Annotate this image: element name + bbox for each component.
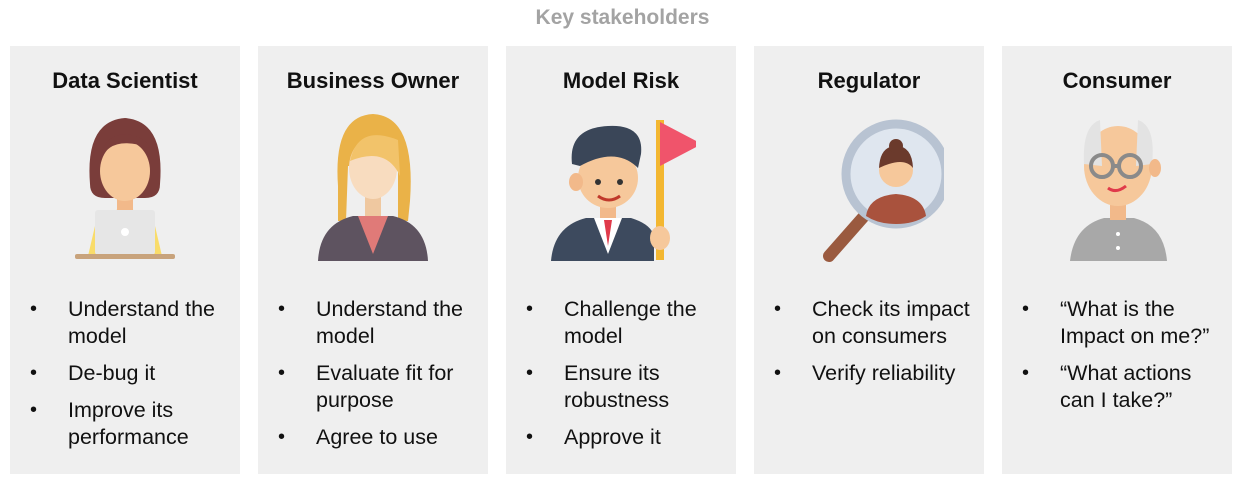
- bullet-item: Agree to use: [276, 424, 482, 451]
- bullet-item: Check its impact on consumers: [772, 296, 978, 350]
- bullet-item: De-bug it: [28, 360, 234, 387]
- card-title: Regulator: [817, 68, 921, 93]
- bullet-item: Challenge the model: [524, 296, 730, 350]
- card-regulator: Regulator Check its impact on consumers …: [754, 46, 984, 474]
- bullet-item: “What actions can I take?”: [1020, 360, 1226, 414]
- bullet-list: Understand the model Evaluate fit for pu…: [276, 296, 482, 461]
- regulator-icon: [823, 119, 944, 262]
- card-consumer: Consumer “What is the Impact on me?” “Wh…: [1002, 46, 1232, 474]
- bullet-list: Challenge the model Ensure its robustnes…: [524, 296, 730, 461]
- bullet-list: Understand the model De-bug it Improve i…: [28, 296, 234, 461]
- card-data-scientist: Data Scientist Understand the model De-b…: [10, 46, 240, 474]
- business-owner-icon: [318, 114, 428, 261]
- card-title: Data Scientist: [52, 68, 198, 93]
- bullet-item: Improve its performance: [28, 397, 234, 451]
- card-business-owner: Business Owner Understand the model Eval…: [258, 46, 488, 474]
- card-title: Model Risk: [562, 68, 680, 93]
- bullet-item: Evaluate fit for purpose: [276, 360, 482, 414]
- bullet-item: Verify reliability: [772, 360, 978, 387]
- bullet-item: Ensure its robustness: [524, 360, 730, 414]
- model-risk-icon: [551, 120, 696, 261]
- bullet-item: Understand the model: [276, 296, 482, 350]
- card-title: Business Owner: [286, 68, 460, 93]
- bullet-list: “What is the Impact on me?” “What action…: [1020, 296, 1226, 424]
- bullet-item: “What is the Impact on me?”: [1020, 296, 1226, 350]
- bullet-list: Check its impact on consumers Verify rel…: [772, 296, 978, 397]
- card-title: Consumer: [1062, 68, 1172, 93]
- page-title: Key stakeholders: [535, 6, 710, 29]
- data-scientist-icon: [75, 118, 175, 259]
- bullet-item: Understand the model: [28, 296, 234, 350]
- consumer-icon: [1070, 120, 1167, 261]
- bullet-item: Approve it: [524, 424, 730, 451]
- card-model-risk: Model Risk Challenge the model Ensure it…: [506, 46, 736, 474]
